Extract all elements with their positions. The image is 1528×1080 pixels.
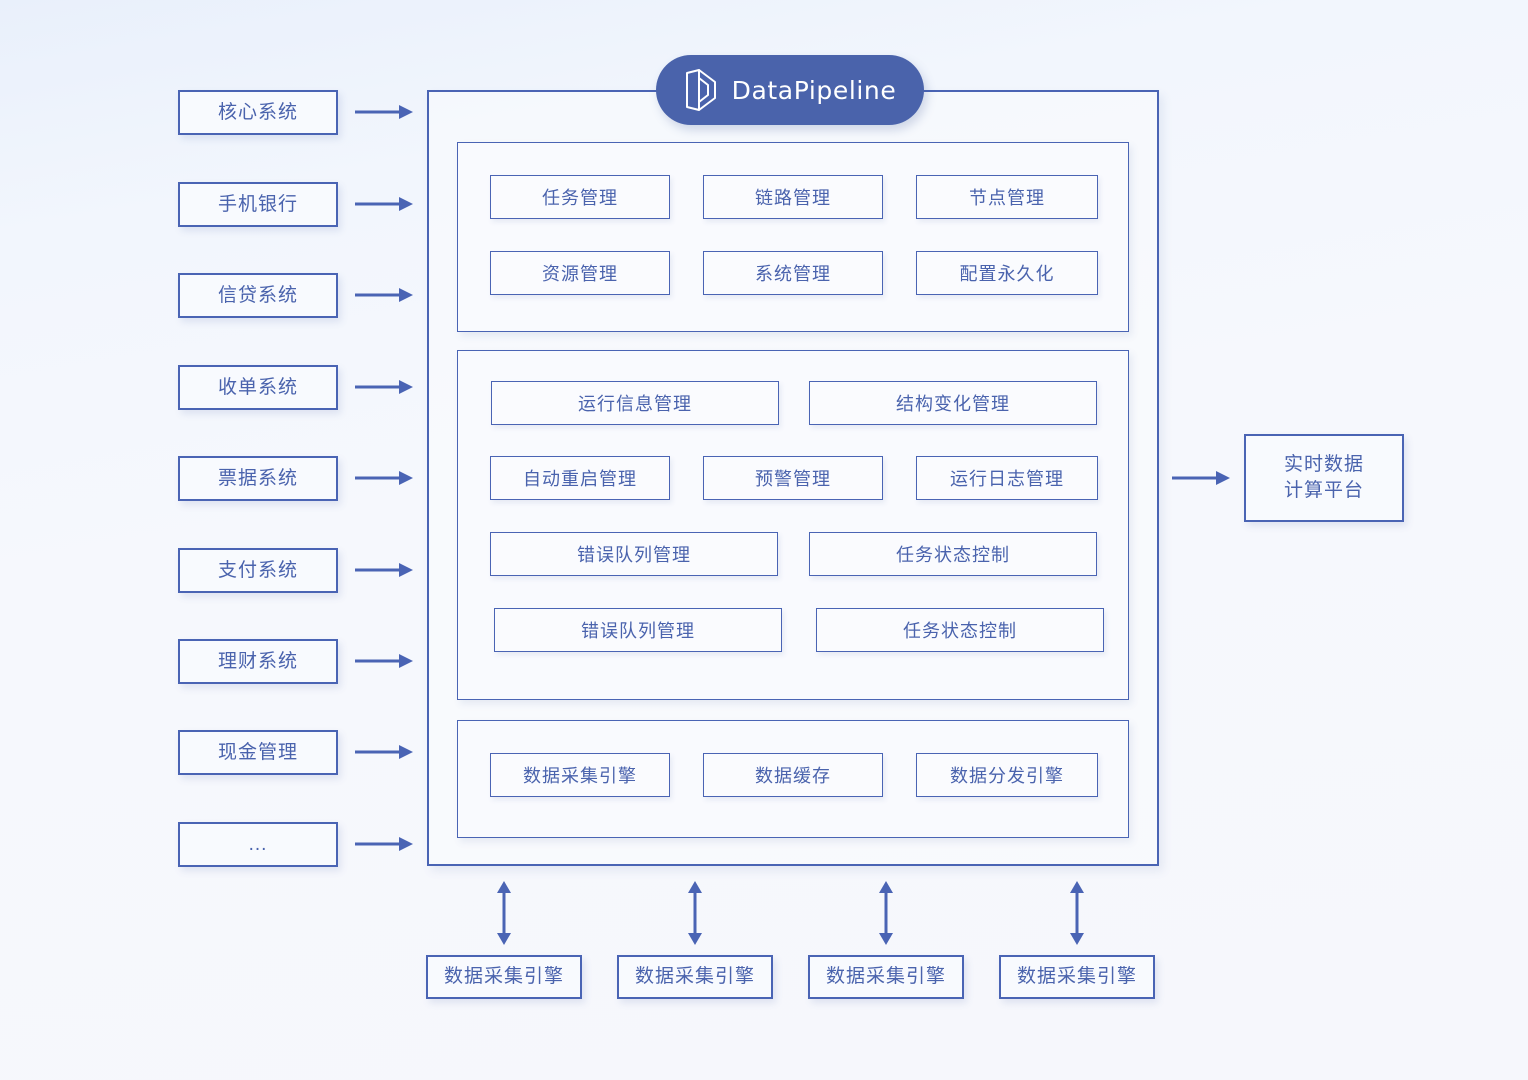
module-label: 任务状态控制 bbox=[903, 621, 1017, 641]
arrow-right-icon bbox=[1172, 471, 1230, 485]
module-resource-management[interactable]: 资源管理 bbox=[490, 251, 670, 295]
module-label: 运行日志管理 bbox=[950, 469, 1064, 489]
source-label: ... bbox=[248, 833, 268, 855]
arrow-right-icon bbox=[355, 745, 413, 759]
source-label: 票据系统 bbox=[217, 467, 298, 489]
source-box-bill-system[interactable]: 票据系统 bbox=[178, 456, 338, 501]
agent-box-data-collection-engine-1[interactable]: 数据采集引擎 bbox=[426, 955, 582, 999]
source-label: 理财系统 bbox=[217, 650, 298, 672]
module-label: 任务状态控制 bbox=[896, 545, 1010, 565]
arrow-right-icon bbox=[355, 105, 413, 119]
agent-label: 数据采集引擎 bbox=[1016, 966, 1137, 988]
source-box-payment-system[interactable]: 支付系统 bbox=[178, 548, 338, 593]
output-box-realtime-compute-platform[interactable]: 实时数据 计算平台 bbox=[1244, 434, 1404, 522]
arrow-right-icon bbox=[355, 654, 413, 668]
operations-panel: 运行信息管理 结构变化管理 自动重启管理 预警管理 运行日志管理 错误队列管理 … bbox=[457, 350, 1129, 700]
module-task-management[interactable]: 任务管理 bbox=[490, 175, 670, 219]
module-system-management[interactable]: 系统管理 bbox=[703, 251, 883, 295]
arrow-right-icon bbox=[355, 288, 413, 302]
agent-box-data-collection-engine-2[interactable]: 数据采集引擎 bbox=[617, 955, 773, 999]
output-line-1: 实时数据 bbox=[1283, 454, 1364, 476]
datapipeline-platform-container: 任务管理 链路管理 节点管理 资源管理 系统管理 配置永久化 运行信息管理 bbox=[427, 90, 1159, 866]
source-box-acquiring-system[interactable]: 收单系统 bbox=[178, 365, 338, 410]
arrow-right-icon bbox=[355, 837, 413, 851]
module-error-queue-management-2[interactable]: 错误队列管理 bbox=[494, 608, 782, 652]
module-auto-restart-management[interactable]: 自动重启管理 bbox=[490, 456, 670, 500]
source-label: 收单系统 bbox=[217, 376, 298, 398]
arrow-up-down-icon bbox=[688, 881, 702, 945]
module-data-collection-engine[interactable]: 数据采集引擎 bbox=[490, 753, 670, 797]
agent-label: 数据采集引擎 bbox=[825, 966, 946, 988]
arrow-right-icon bbox=[355, 380, 413, 394]
agent-label: 数据采集引擎 bbox=[443, 966, 564, 988]
module-task-state-control-2[interactable]: 任务状态控制 bbox=[816, 608, 1104, 652]
module-alert-management[interactable]: 预警管理 bbox=[703, 456, 883, 500]
module-label: 资源管理 bbox=[542, 264, 618, 284]
output-line-2: 计算平台 bbox=[1283, 480, 1364, 501]
arrow-up-down-icon bbox=[1070, 881, 1084, 945]
module-data-cache[interactable]: 数据缓存 bbox=[703, 753, 883, 797]
module-label: 节点管理 bbox=[969, 188, 1045, 208]
source-box-cash-management[interactable]: 现金管理 bbox=[178, 730, 338, 775]
source-box-wealth-system[interactable]: 理财系统 bbox=[178, 639, 338, 684]
agent-box-data-collection-engine-4[interactable]: 数据采集引擎 bbox=[999, 955, 1155, 999]
source-label: 支付系统 bbox=[217, 559, 298, 581]
module-label: 错误队列管理 bbox=[581, 621, 695, 641]
module-label: 自动重启管理 bbox=[523, 469, 637, 489]
source-box-core-system[interactable]: 核心系统 bbox=[178, 90, 338, 135]
module-label: 链路管理 bbox=[755, 188, 831, 208]
agent-label: 数据采集引擎 bbox=[634, 966, 755, 988]
arrow-right-icon bbox=[355, 197, 413, 211]
source-label: 手机银行 bbox=[217, 193, 298, 215]
datapipeline-prism-logo-icon bbox=[685, 69, 716, 111]
arrow-right-icon bbox=[355, 563, 413, 577]
module-label: 数据缓存 bbox=[755, 766, 831, 786]
module-label: 配置永久化 bbox=[959, 264, 1055, 284]
engine-panel: 数据采集引擎 数据缓存 数据分发引擎 bbox=[457, 720, 1129, 838]
module-runtime-log-management[interactable]: 运行日志管理 bbox=[916, 456, 1098, 500]
module-label: 数据采集引擎 bbox=[523, 766, 637, 786]
source-box-more[interactable]: ... bbox=[178, 822, 338, 867]
module-label: 数据分发引擎 bbox=[950, 766, 1064, 786]
source-label: 现金管理 bbox=[217, 741, 298, 763]
management-panel: 任务管理 链路管理 节点管理 资源管理 系统管理 配置永久化 bbox=[457, 142, 1129, 332]
module-data-distribution-engine[interactable]: 数据分发引擎 bbox=[916, 753, 1098, 797]
module-schema-change-management[interactable]: 结构变化管理 bbox=[809, 381, 1097, 425]
arrow-up-down-icon bbox=[497, 881, 511, 945]
source-label: 信贷系统 bbox=[217, 284, 298, 306]
module-label: 结构变化管理 bbox=[896, 394, 1010, 414]
source-label: 核心系统 bbox=[217, 101, 298, 123]
module-label: 运行信息管理 bbox=[578, 394, 692, 414]
datapipeline-logo-badge: DataPipeline bbox=[656, 55, 924, 125]
module-runtime-info-management[interactable]: 运行信息管理 bbox=[491, 381, 779, 425]
module-label: 任务管理 bbox=[542, 188, 618, 208]
arrow-right-icon bbox=[355, 471, 413, 485]
brand-wordmark: DataPipeline bbox=[731, 75, 897, 105]
module-label: 预警管理 bbox=[755, 469, 831, 489]
source-box-credit-system[interactable]: 信贷系统 bbox=[178, 273, 338, 318]
module-label: 错误队列管理 bbox=[577, 545, 691, 565]
agent-box-data-collection-engine-3[interactable]: 数据采集引擎 bbox=[808, 955, 964, 999]
source-box-mobile-bank[interactable]: 手机银行 bbox=[178, 182, 338, 227]
module-error-queue-management[interactable]: 错误队列管理 bbox=[490, 532, 778, 576]
module-link-management[interactable]: 链路管理 bbox=[703, 175, 883, 219]
module-task-state-control[interactable]: 任务状态控制 bbox=[809, 532, 1097, 576]
module-node-management[interactable]: 节点管理 bbox=[916, 175, 1098, 219]
module-label: 系统管理 bbox=[755, 264, 831, 284]
arrow-up-down-icon bbox=[879, 881, 893, 945]
module-config-persistence[interactable]: 配置永久化 bbox=[916, 251, 1098, 295]
